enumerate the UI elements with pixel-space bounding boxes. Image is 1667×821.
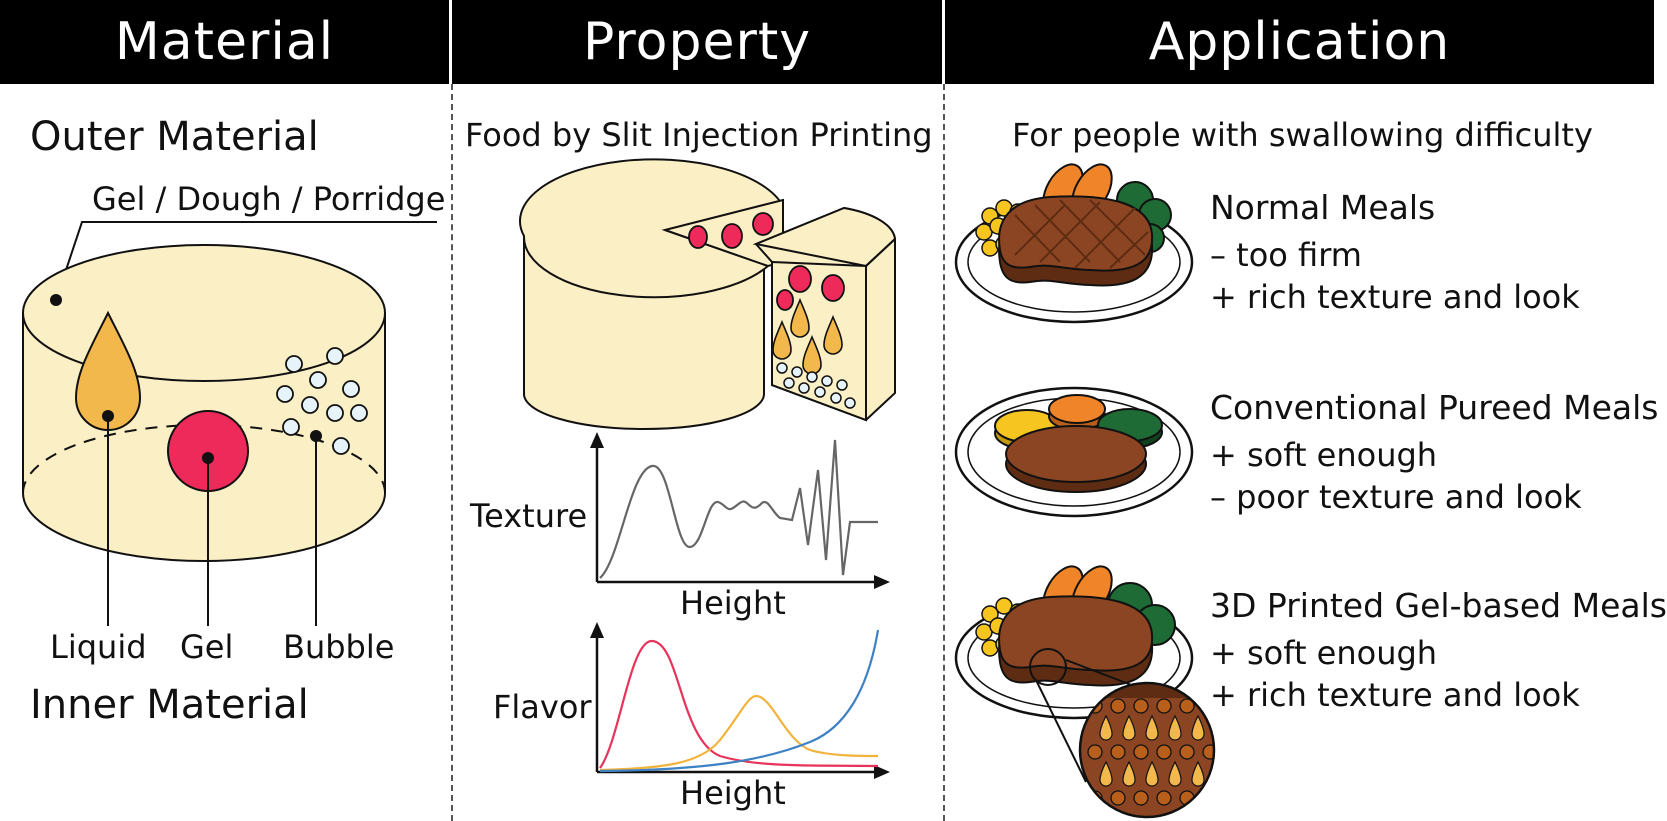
outer-dot [50,294,62,306]
meal-normal-line1: – too firm [1210,236,1362,274]
flavor-yellow-curve [599,694,879,772]
header-application-label: Application [1148,12,1451,72]
flavor-ylabel: Flavor [493,688,592,726]
application-subtitle: For people with swallowing difficulty [1012,116,1593,154]
separator-left [451,84,453,821]
flavor-xlabel: Height [680,774,786,812]
meal-pureed-line1: + soft enough [1210,436,1438,474]
flavor-blue-curve [599,629,880,773]
label-liquid: Liquid [50,628,147,666]
outer-material-title: Outer Material [30,114,319,160]
property-subtitle: Food by Slit Injection Printing [465,116,933,154]
meal-printed-title: 3D Printed Gel-based Meals [1210,586,1667,625]
steak [998,195,1154,272]
outer-material-types: Gel / Dough / Porridge [92,180,446,218]
meal-normal-title: Normal Meals [1210,188,1436,227]
texture-xlabel: Height [680,584,786,622]
texture-curve [599,439,878,579]
meal-pureed-line2: – poor texture and look [1210,478,1582,516]
separator-right [943,84,945,821]
header-property-label: Property [582,12,812,72]
inner-material-title: Inner Material [30,682,309,728]
bubbles [276,347,368,455]
header-material: Material [0,0,449,84]
texture-ylabel: Texture [470,497,588,535]
label-gel: Gel [180,628,234,666]
label-bubble: Bubble [283,628,395,666]
meal-printed-line2: + rich texture and look [1210,676,1580,714]
header-material-label: Material [114,12,335,72]
header-application: Application [945,0,1654,84]
meal-normal-line2: + rich texture and look [1210,278,1580,316]
header-property: Property [452,0,942,84]
printed-steak [998,595,1154,672]
meal-printed-line1: + soft enough [1210,634,1438,672]
flavor-red-curve [599,639,879,769]
meal-pureed-title: Conventional Pureed Meals [1210,388,1659,427]
